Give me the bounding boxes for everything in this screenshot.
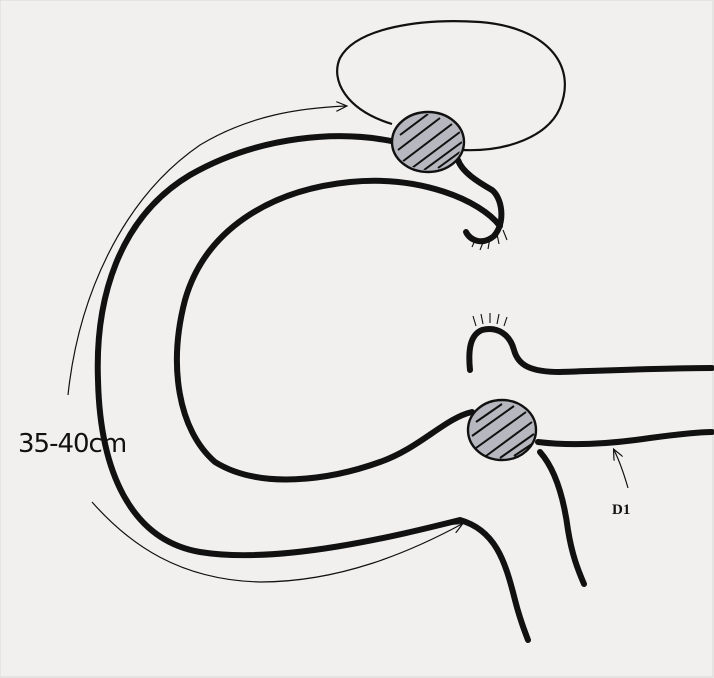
d1-label: D1 (612, 502, 630, 518)
anastomosis-upper (392, 112, 464, 172)
anastomosis-lower (468, 400, 536, 460)
length-label: 35-40cm (18, 429, 126, 459)
